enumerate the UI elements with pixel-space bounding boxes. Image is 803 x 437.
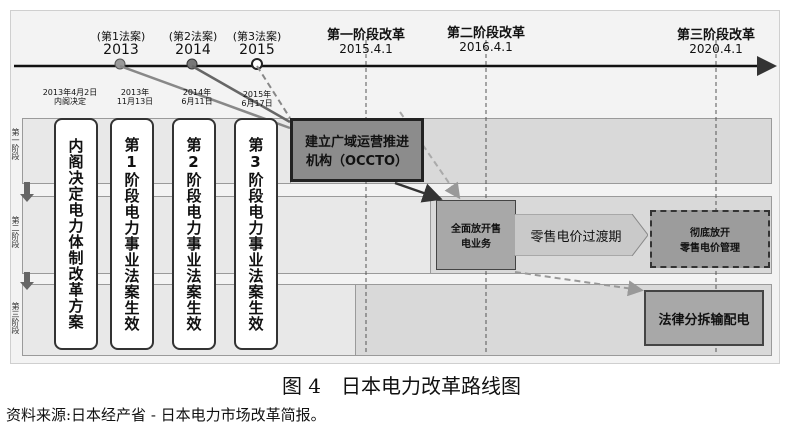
law-date-3: 2014年 6月11日 <box>181 88 213 106</box>
law2-label: (第2法案) <box>168 30 218 43</box>
stage2-down-arrow <box>20 272 34 290</box>
retail-open-box: 全面放开售 电业务 <box>436 200 516 270</box>
transition-label: 零售电价过渡期 <box>530 229 622 245</box>
phase3-date: 2020.4.1 <box>689 42 743 56</box>
law-date-4: 2015年 6月17日 <box>241 90 273 108</box>
phase1-title: 第一阶段改革 <box>326 28 405 43</box>
stage3-law-box: 第3阶段电力事业法案生效 <box>234 118 278 350</box>
source-note: 资料来源:日本经产省 - 日本电力市场改革简报。 <box>6 406 326 424</box>
law1-year: 2013 <box>103 42 139 58</box>
law1-label: (第1法案) <box>96 30 146 43</box>
stage-label-3: 第三阶段 <box>11 302 20 334</box>
phase3-title: 第三阶段改革 <box>676 28 755 43</box>
figure-caption: 图 4 日本电力改革路线图 <box>281 374 522 398</box>
phase2-title: 第二阶段改革 <box>446 26 525 41</box>
phase2-date: 2016.4.1 <box>459 40 513 54</box>
cabinet-decision-box: 内阁决定电力体制改革方案 <box>54 118 98 350</box>
stage1-down-arrow <box>20 182 34 202</box>
law-date-1: 2013年4月2日 内阁决定 <box>42 88 98 106</box>
stage1-law-box: 第1阶段电力事业法案生效 <box>110 118 154 350</box>
stage-label-1: 第一阶段 <box>11 128 20 160</box>
stage2-law-box: 第2阶段电力事业法案生效 <box>172 118 216 350</box>
law3-marker <box>251 58 263 70</box>
law3-label: (第3法案) <box>232 30 282 43</box>
unbundling-box: 法律分拆输配电 <box>644 290 764 346</box>
stage-label-2: 第二阶段 <box>11 216 20 248</box>
transition-arrow-shape <box>514 214 648 256</box>
law3-year: 2015 <box>239 42 275 58</box>
occto-box: 建立广域运营推进 机构（OCCTO） <box>290 118 424 182</box>
phase1-date: 2015.4.1 <box>339 42 393 56</box>
law2-year: 2014 <box>175 42 211 58</box>
full-open-box: 彻底放开 零售电价管理 <box>650 210 770 268</box>
law-date-2: 2013年 11月13日 <box>116 88 154 106</box>
